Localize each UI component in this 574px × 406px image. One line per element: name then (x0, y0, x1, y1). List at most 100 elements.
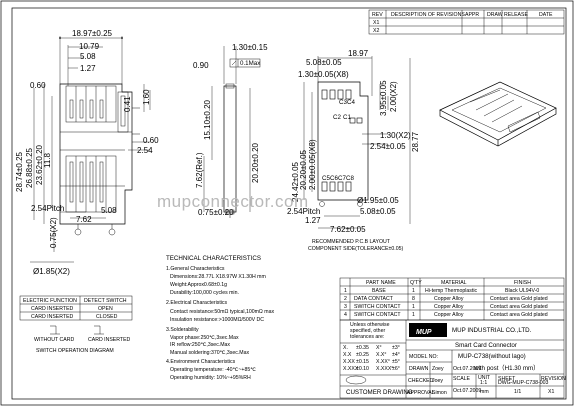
dim-11-8: 11.8 (43, 152, 52, 168)
tol-r3-d: ±5° (392, 359, 400, 365)
dim-0-60-top: 0.60 (30, 81, 46, 90)
parts-r1-finish: Black UL94V-0 (505, 288, 539, 294)
switch-header-function: ELECTRIC FUNCTION (23, 298, 77, 304)
approval-label: APPROVAL (407, 390, 435, 396)
pcb-dim-1-30-x8: 1.30±0.05(X8) (298, 70, 349, 79)
product-name: Smart Card Connector (455, 342, 517, 349)
pcb-dim-1-27: 1.27 (305, 216, 321, 225)
title-block: Unless otherwise specified, other tolera… (339, 319, 566, 399)
dim-0-75-x2: 0.75(X2) (49, 217, 58, 248)
dim-18-97: 18.97±0.25 (72, 29, 113, 38)
tol-r1-b: ±0.35 (356, 345, 369, 351)
tol-r3-b: ±0.15 (356, 359, 369, 365)
tol-r4-a: X.XXX (343, 366, 359, 372)
checked-label: CHECKED (408, 378, 434, 384)
parts-r4-material: Copper Alloy (434, 312, 464, 318)
isometric-view (439, 81, 557, 147)
customer-logo-icon (345, 375, 367, 385)
rev-header-date: DATE (539, 12, 553, 18)
tol-r4-d: ±6° (392, 366, 400, 372)
parts-r2-finish: Contact area Gold plated (490, 296, 548, 302)
tol-r2-b: ±0.25 (356, 352, 369, 358)
dim-2-54-pitch: 2.54Pitch (31, 204, 64, 213)
pcb-layout: C4 C3 C2 C1 C5 C6 C7 C8 18.97 5.08±0.05 … (287, 49, 420, 252)
rev-header-release: RELEASE (504, 12, 528, 18)
tech-line-10: IR reflow:250℃,3sec.Max (170, 342, 230, 348)
pcb-dim-24-42: 24.42±0.05 (291, 161, 300, 202)
pcb-label-c3: C3 (339, 99, 347, 106)
date-drawn: Oct.07.2009 (453, 366, 481, 372)
parts-r1-name: BASE (372, 288, 386, 294)
parts-header-material: MATERIAL (441, 280, 467, 286)
pcb-label-c2: C2 (333, 114, 341, 121)
unless-line-1: Unless otherwise (350, 322, 390, 328)
tech-line-12: 4.Environment Characteristics (166, 359, 236, 365)
pcb-dim-28-77: 28.77 (411, 131, 420, 152)
side-dim-20-20: 20.20±0.20 (251, 142, 260, 183)
dim-1-60: 1.60 (142, 89, 151, 105)
parts-r4-finish: Contact area Gold plated (490, 312, 548, 318)
pcb-dim-2-54-pitch: 2.54Pitch (287, 207, 320, 216)
drawn-label: DRAWN (409, 366, 429, 372)
tech-line-6: Contact resistance:50mΩ typical,100mΩ ma… (170, 309, 274, 315)
dim-5-08-bottom: 5.08 (101, 206, 117, 215)
dim-26-88: 26.88±0.25 (25, 147, 34, 188)
model-label: MODEL NO: (409, 354, 438, 360)
pcb-caption-1: RECOMMENDED P.C.B LAYOUT (312, 239, 391, 245)
tol-r3-a: X.XX (343, 359, 355, 365)
tol-r1-c: X° (376, 345, 382, 351)
side-view: 1.30±0.15 0.90 0.1Max 15.10±0.20 7.62(Re… (193, 43, 268, 218)
tech-title: TECHNICAL CHARACTERISTICS (166, 255, 261, 262)
parts-r4-no: 4 (344, 312, 347, 318)
switch-row1-state: OPEN (98, 306, 113, 312)
pcb-label-c4: C4 (347, 99, 355, 106)
parts-r3-name: SWITCH CONTACT (354, 304, 401, 310)
parts-r2-name: DATA CONTACT (354, 296, 394, 302)
dim-dia-1-85: Ø1.85(X2) (33, 267, 70, 276)
tech-line-3: Weight:Approx0.68±0.1g (170, 282, 227, 288)
parts-r3-material: Copper Alloy (434, 304, 464, 310)
tech-line-4: Durability:100,000 cycles min. (170, 290, 239, 296)
dim-0-41: 0.41 (123, 96, 132, 112)
pcb-dim-18-97: 18.97 (348, 49, 369, 58)
tech-line-11: Manual soldering:370℃,3sec.Max (170, 350, 249, 356)
parts-r4-name: SWITCH CONTACT (354, 312, 401, 318)
tol-r2-d: ±4° (392, 352, 400, 358)
revision-label: REVISION (541, 376, 566, 382)
side-dim-7-62ref: 7.62(Ref.) (195, 152, 204, 188)
pcb-caption-2: COMPONENT SIDE(TOLERANCE±0.05) (308, 246, 403, 252)
approval-person: Simon (432, 390, 447, 396)
parts-r1-no: 1 (344, 288, 347, 294)
parts-r2-qty: 8 (412, 296, 415, 302)
pcb-dim-7-62: 7.62±0.05 (330, 225, 366, 234)
dim-28-74: 28.74±0.25 (15, 151, 24, 192)
side-dim-0-90: 0.90 (193, 61, 209, 70)
dim-0-60-right: 0.60 (143, 136, 159, 145)
tech-line-8: 3.Solderability (166, 327, 199, 333)
parts-r2-no: 2 (344, 296, 347, 302)
pcb-label-c7: C7 (338, 175, 346, 182)
pcb-dim-2-00-x2: 2.00(X2) (389, 81, 398, 112)
unless-line-2: specified, other (350, 328, 385, 334)
unless-line-3: tolerances are: (350, 334, 384, 340)
pcb-dim-2-00-x8: 2.00±0.05(X8) (308, 139, 317, 190)
parts-header-qty: Q'TY (410, 280, 422, 286)
tol-r1-d: ±3° (392, 345, 400, 351)
technical-characteristics: TECHNICAL CHARACTERISTICS 1.General Char… (166, 255, 274, 381)
parts-r1-material: Hi-temp Thermoplastic (425, 288, 477, 294)
watermark: mupconnector.com (157, 192, 309, 211)
switch-diagram-caption: SWITCH OPERATION DIAGRAM (36, 348, 114, 354)
pcb-label-c8: C8 (346, 175, 354, 182)
parts-r1-qty: 1 (412, 288, 415, 294)
unit-value: mm (480, 389, 489, 395)
revision-value: X1 (548, 389, 554, 395)
parts-header-name: PART NAME (366, 280, 396, 286)
rev-header-rev: REV (372, 12, 383, 18)
pcb-label-c6: C6 (330, 175, 338, 182)
top-view: 18.97±0.25 10.79 5.08 1.27 0.60 1.60 0.4… (15, 29, 159, 276)
checked-person: Joey (432, 378, 443, 384)
switch-row2-function: CARD INSERTED (31, 314, 74, 320)
parts-r3-no: 3 (344, 304, 347, 310)
tech-line-5: 2.Electrical Characteristics (166, 300, 228, 306)
